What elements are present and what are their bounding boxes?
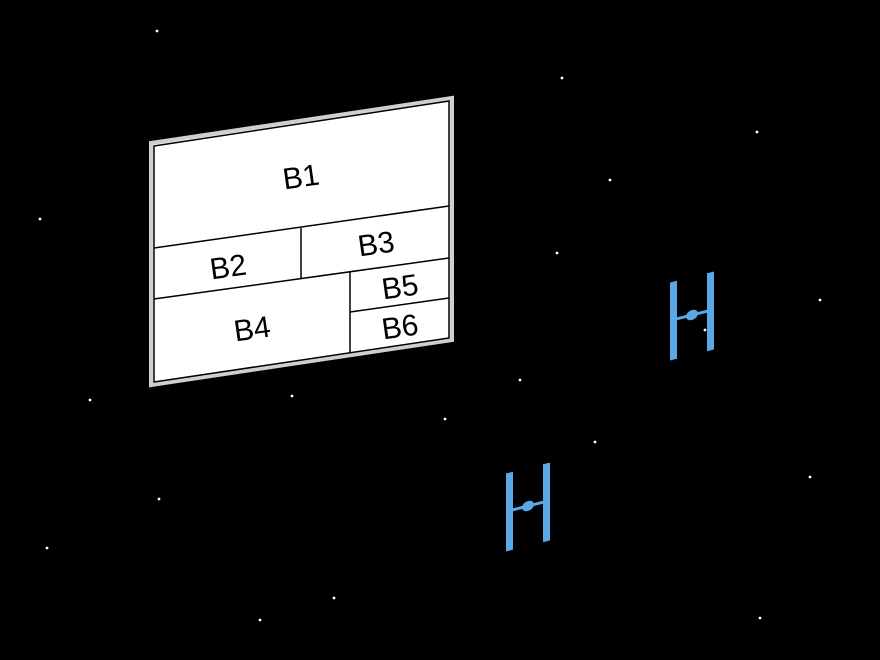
star-dot	[88, 398, 92, 402]
star-dot	[560, 76, 564, 80]
star-dot	[290, 394, 294, 398]
block-b1-label: B1	[281, 159, 322, 197]
star-dot	[758, 616, 762, 620]
star-dot	[608, 178, 612, 182]
block-b4-label: B4	[232, 311, 273, 349]
divider-row2-bottom	[153, 257, 450, 300]
star-dot	[818, 298, 822, 302]
divider-b1-bottom	[153, 205, 450, 249]
block-b3-label: B3	[356, 226, 397, 264]
block-b2-label: B2	[208, 249, 249, 287]
divider-b5-b6	[349, 297, 450, 313]
panel-inner-border	[153, 100, 450, 383]
block-b5-label: B5	[380, 269, 421, 307]
star-dot	[808, 475, 812, 479]
star-dot	[38, 217, 42, 221]
tie-fighter-icon	[670, 271, 714, 361]
star-dot	[555, 251, 559, 255]
block-panel: B1 B2 B3 B4 B5 B6	[149, 95, 454, 388]
block-b6-label: B6	[380, 309, 421, 347]
tie-fighter-icon	[506, 462, 550, 552]
star-field	[38, 29, 822, 622]
star-dot	[157, 497, 161, 501]
star-dot	[593, 440, 597, 444]
star-dot	[443, 417, 447, 421]
star-dot	[155, 29, 159, 33]
star-dot	[518, 378, 522, 382]
star-dot	[703, 328, 707, 332]
star-dot	[258, 618, 262, 622]
star-dot	[45, 546, 49, 550]
star-dot	[332, 596, 336, 600]
star-dot	[755, 130, 759, 134]
